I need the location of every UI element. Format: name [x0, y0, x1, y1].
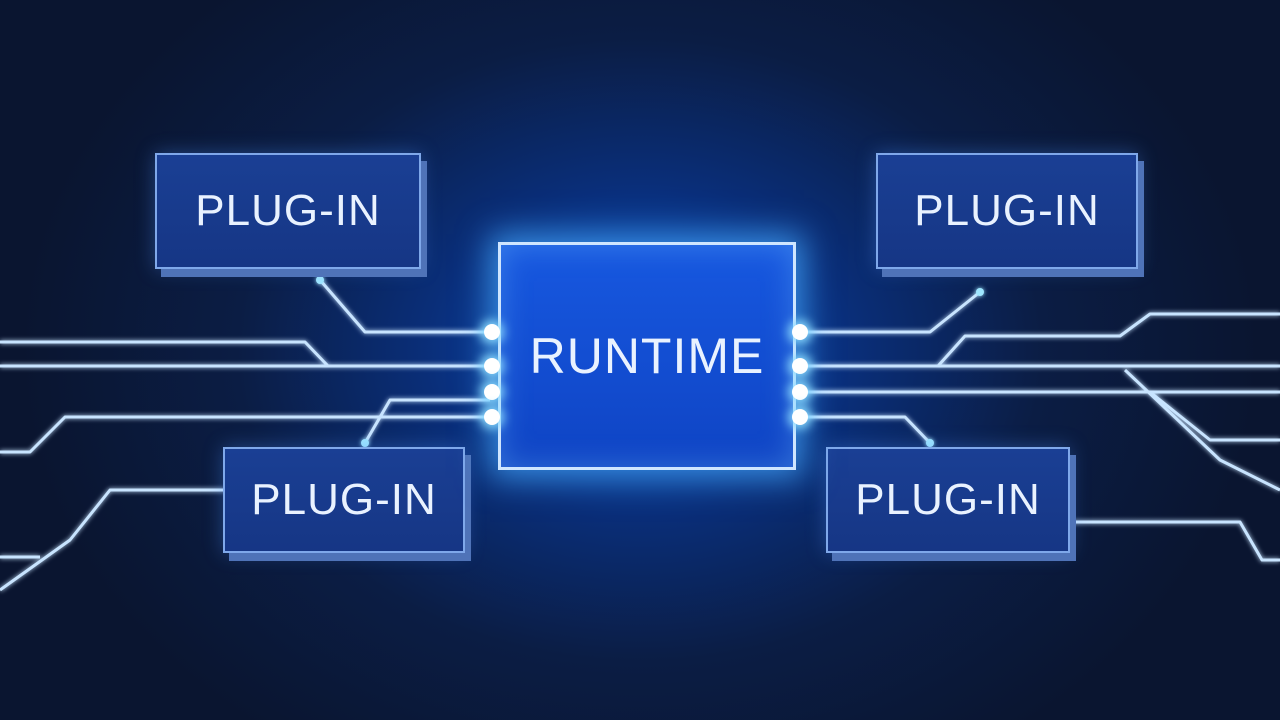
trace-left-1	[0, 340, 490, 368]
trace-right-5	[800, 415, 932, 445]
trace-left-5	[363, 398, 490, 444]
plugin-label: PLUG-IN	[251, 475, 437, 524]
plugin-box-top-left: PLUG-IN	[155, 153, 421, 269]
trace-node	[976, 288, 984, 296]
plugin-label: PLUG-IN	[914, 186, 1100, 235]
trace-right-8	[1070, 520, 1280, 562]
trace-right-3	[936, 312, 1280, 368]
trace-right-6	[1123, 368, 1280, 492]
plugin-box-bottom-right: PLUG-IN	[826, 447, 1070, 553]
connector-pin-left	[484, 409, 500, 425]
trace-node	[361, 439, 369, 447]
plugin-box-top-right: PLUG-IN	[876, 153, 1138, 269]
trace-left-6	[0, 488, 225, 592]
trace-left-3	[318, 279, 490, 334]
plugin-label: PLUG-IN	[195, 186, 381, 235]
plugin-box-bottom-left: PLUG-IN	[223, 447, 465, 553]
plugin-label: PLUG-IN	[855, 475, 1041, 524]
runtime-box: RUNTIME	[498, 242, 796, 470]
connector-pin-right	[792, 324, 808, 340]
connector-pin-right	[792, 384, 808, 400]
connector-pin-right	[792, 358, 808, 374]
trace-node	[926, 439, 934, 447]
connector-pin-right	[792, 409, 808, 425]
trace-right-7	[1149, 390, 1280, 442]
trace-left-4	[0, 415, 490, 454]
trace-node	[316, 276, 324, 284]
runtime-label: RUNTIME	[529, 328, 765, 384]
connector-pin-left	[484, 384, 500, 400]
trace-right-1	[800, 290, 981, 334]
connector-pin-left	[484, 358, 500, 374]
connector-pin-left	[484, 324, 500, 340]
